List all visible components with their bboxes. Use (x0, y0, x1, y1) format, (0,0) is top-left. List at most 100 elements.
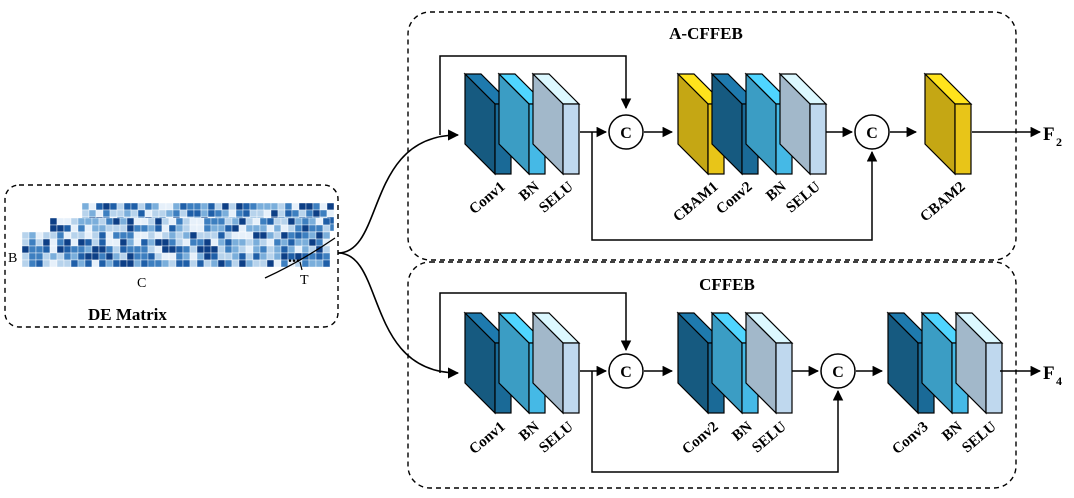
matrix-layer-1-cell (217, 231, 226, 240)
matrix-layer-1-cell (161, 252, 170, 261)
matrix-layer-1-cell (259, 252, 268, 261)
matrix-layer-1-cell (112, 259, 121, 268)
matrix-layer-2-cell (266, 224, 275, 233)
matrix-layer-2-cell (301, 217, 310, 226)
matrix-layer-3-cell (221, 202, 230, 211)
matrix-layer-1-cell (42, 245, 51, 254)
matrix-layer-1-cell (294, 238, 303, 247)
matrix-layer-1-cell (35, 231, 44, 240)
matrix-layer-1-cell (189, 238, 198, 247)
matrix-layer-2-cell (112, 224, 121, 233)
a-cffeb-skip-1 (439, 55, 632, 135)
matrix-layer-3-cell (102, 202, 111, 211)
cffeb-label-7: BN (939, 419, 965, 445)
matrix-layer-1-cell (21, 245, 30, 254)
matrix-layer-3-cell (256, 202, 265, 211)
matrix-layer-3-cell (221, 209, 230, 218)
matrix-layer-1-cell (231, 238, 240, 247)
matrix-layer-1-cell (112, 238, 121, 247)
matrix-layer-1-cell (273, 259, 282, 268)
matrix-layer-1-cell (35, 252, 44, 261)
cffeb-panel (407, 261, 1017, 489)
matrix-layer-1-cell (203, 238, 212, 247)
matrix-layer-1-cell (42, 238, 51, 247)
matrix-layer-1-cell (98, 231, 107, 240)
cffeb-slab-c2-front-face (985, 342, 1003, 414)
matrix-layer-2-cell (49, 217, 58, 226)
matrix-layer-1-cell (98, 238, 107, 247)
matrix-layer-3-cell (298, 202, 307, 211)
matrix-layer-1-cell (189, 252, 198, 261)
matrix-layer-1-cell (252, 259, 261, 268)
matrix-layer-3-cell (193, 209, 202, 218)
matrix-layer-1-cell (63, 259, 72, 268)
matrix-layer-1-cell (133, 231, 142, 240)
matrix-layer-2-cell (175, 224, 184, 233)
matrix-layer-1-cell (175, 231, 184, 240)
de-matrix-stack (21, 202, 335, 268)
matrix-layer-1-cell (231, 252, 240, 261)
matrix-layer-2-cell (294, 224, 303, 233)
cffeb-concat-2-label: C (832, 364, 844, 381)
matrix-layer-2-cell (217, 224, 226, 233)
cffeb-label-8: SELU (959, 419, 999, 457)
matrix-layer-1-cell (196, 238, 205, 247)
matrix-layer-2-cell (322, 224, 331, 233)
matrix-layer-2-cell (315, 224, 324, 233)
matrix-layer-3-cell (277, 209, 286, 218)
matrix-layer-1-cell (98, 252, 107, 261)
matrix-layer-1-cell (280, 238, 289, 247)
matrix-layer-1-cell (98, 245, 107, 254)
matrix-layer-1-cell (28, 252, 37, 261)
a-cffeb-slab-b3 (778, 72, 828, 176)
a-cffeb-slab-a2-front-face (562, 103, 580, 175)
matrix-layer-3-cell (298, 209, 307, 218)
matrix-layer-1-cell (105, 259, 114, 268)
matrix-layer-1-cell (273, 245, 282, 254)
matrix-layer-1-cell (70, 231, 79, 240)
matrix-layer-2-cell (252, 224, 261, 233)
matrix-layer-1-cell (287, 231, 296, 240)
matrix-layer-1-cell (154, 245, 163, 254)
matrix-layer-3-cell (151, 202, 160, 211)
matrix-layer-1-cell (210, 238, 219, 247)
matrix-layer-2-cell (140, 217, 149, 226)
matrix-layer-1-cell (84, 238, 93, 247)
matrix-layer-1-cell (259, 231, 268, 240)
matrix-layer-1-cell (175, 252, 184, 261)
matrix-layer-2-cell (259, 224, 268, 233)
matrix-layer-2-cell (224, 224, 233, 233)
matrix-layer-3-cell (228, 209, 237, 218)
matrix-layer-1-cell (301, 259, 310, 268)
matrix-layer-2-cell (56, 217, 65, 226)
matrix-layer-1-cell (259, 245, 268, 254)
matrix-layer-1-cell (112, 252, 121, 261)
matrix-layer-1-cell (119, 252, 128, 261)
matrix-layer-2-cell (294, 217, 303, 226)
matrix-layer-2-cell (273, 217, 282, 226)
matrix-layer-1-cell (308, 259, 317, 268)
matrix-layer-3-cell (277, 202, 286, 211)
matrix-layer-3-cell (200, 209, 209, 218)
matrix-layer-3-cell (130, 209, 139, 218)
matrix-layer-1-cell (224, 259, 233, 268)
matrix-layer-1-cell (217, 252, 226, 261)
matrix-layer-3-cell (242, 202, 251, 211)
matrix-layer-1-cell (42, 231, 51, 240)
matrix-layer-1-cell (217, 238, 226, 247)
matrix-layer-1-cell (252, 252, 261, 261)
matrix-layer-3-cell (158, 209, 167, 218)
matrix-layer-2-cell (168, 224, 177, 233)
matrix-layer-3-cell (165, 202, 174, 211)
matrix-layer-2-cell (154, 224, 163, 233)
matrix-layer-3-cell (88, 202, 97, 211)
t-dimension-bracket (264, 237, 336, 279)
matrix-layer-3-cell (109, 209, 118, 218)
a-cffeb-concat-2-label: C (866, 125, 878, 142)
matrix-layer-3-cell (312, 209, 321, 218)
matrix-layer-1-cell (224, 252, 233, 261)
matrix-layer-1-cell (28, 238, 37, 247)
matrix-layer-1-cell (42, 259, 51, 268)
matrix-layer-3-cell (214, 202, 223, 211)
matrix-layer-2-cell (266, 217, 275, 226)
